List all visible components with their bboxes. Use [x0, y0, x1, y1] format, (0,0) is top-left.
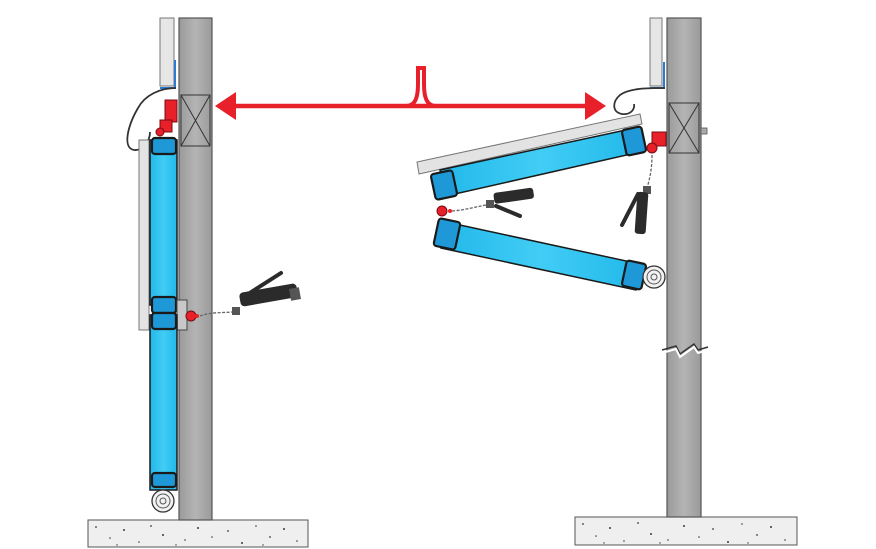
- top-frame-strip-right: [649, 17, 663, 87]
- slab-specks-left: [95, 525, 298, 546]
- header-beam-left: [180, 94, 211, 147]
- floor-slab-right: [574, 516, 798, 546]
- break-mark-icon: [661, 342, 709, 356]
- double-arrow-icon: [215, 66, 606, 120]
- upper-panel-left: [149, 139, 178, 306]
- header-beam-right: [668, 102, 700, 154]
- lower-panel-right: [432, 217, 648, 291]
- open-state: [416, 17, 798, 546]
- top-frame-strip-left: [159, 17, 175, 87]
- floor-slab-left: [87, 519, 309, 548]
- grease-gun-icon: [199, 271, 301, 317]
- raised-frame-right: [416, 113, 643, 175]
- side-frame-left: [138, 139, 150, 331]
- grease-gun-icon-right-b: [620, 154, 653, 235]
- column-right: [666, 17, 702, 518]
- middle-hinge-right: [436, 205, 452, 217]
- weather-seal-right: [613, 87, 666, 116]
- grease-gun-icon-right-a: [451, 187, 534, 218]
- column-left: [178, 17, 213, 521]
- top-hinge-right: [646, 131, 667, 154]
- pulley-icon-left: [151, 489, 175, 513]
- upper-panel-right: [429, 125, 648, 201]
- pulley-icon-right: [642, 265, 666, 289]
- closed-state: [87, 17, 309, 548]
- top-hinge-left: [155, 99, 178, 137]
- slab-specks-right: [582, 522, 786, 544]
- lower-panel-left: [149, 314, 178, 491]
